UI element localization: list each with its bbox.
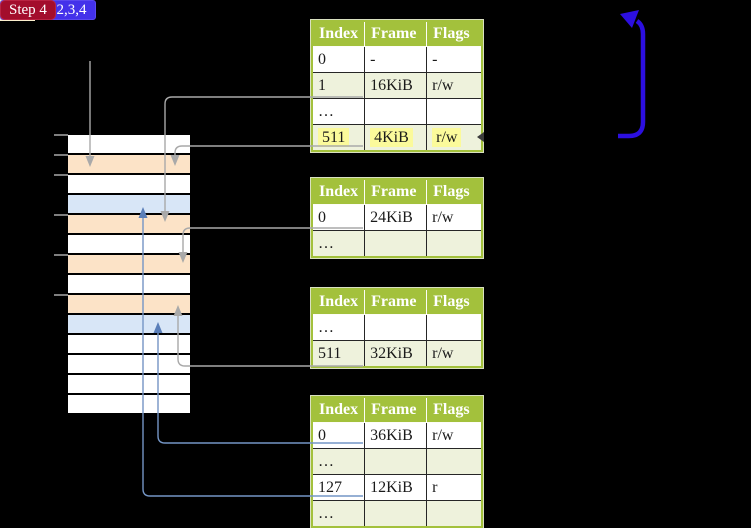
cell-index: 0 [311, 46, 366, 73]
column-header: Flags [426, 396, 483, 423]
column-header: Index [311, 288, 366, 315]
memory-frame-28kib [68, 275, 190, 293]
cell-flags [426, 448, 483, 475]
cell-index: 511 [311, 124, 366, 152]
cell-flags: r/w [426, 124, 483, 152]
cell-flags: r [426, 474, 483, 501]
memory-frame-8kib [68, 175, 190, 193]
cell-frame [364, 500, 428, 528]
column-header: Index [311, 178, 366, 205]
cell-index: … [311, 448, 366, 475]
highlighted-value: 4KiB [370, 127, 413, 147]
table-row: … [311, 448, 483, 475]
column-header: Index [311, 20, 366, 47]
cell-frame: 32KiB [364, 340, 428, 368]
cell-flags: r/w [426, 72, 483, 99]
column-header: Flags [426, 178, 483, 205]
memory-frame-16kib [68, 215, 190, 233]
memory-frame-24kib [68, 255, 190, 273]
cell-index: 0 [311, 204, 366, 231]
column-header: Frame [364, 288, 428, 315]
memory-frame-32kib [68, 295, 190, 313]
table-row: … [311, 98, 483, 125]
cell-frame [364, 98, 428, 125]
arrowhead-upleft-icon [620, 10, 639, 28]
badge-step-4: Step 4 [0, 0, 56, 20]
steps-cycle-arrow [618, 19, 646, 139]
cell-flags [426, 230, 483, 258]
cell-frame [364, 230, 428, 258]
table-row: 511 4KiB r/w [311, 124, 483, 152]
memory-frame-36kib [68, 315, 190, 333]
column-header: Frame [364, 396, 428, 423]
cell-flags [426, 314, 483, 341]
cell-frame [364, 448, 428, 475]
table-row: … [311, 500, 483, 528]
highlighted-value: r/w [432, 127, 462, 147]
cell-index: 1 [311, 72, 366, 99]
cell-index: 0 [311, 422, 366, 449]
column-header: Frame [364, 178, 428, 205]
cell-flags [426, 98, 483, 125]
memory-frame-40kib [68, 335, 190, 353]
cell-frame: 12KiB [364, 474, 428, 501]
highlighted-value: 511 [318, 127, 350, 147]
column-header: Flags [426, 288, 483, 315]
cell-flags [426, 500, 483, 528]
cell-index: … [311, 230, 366, 258]
cell-frame: - [364, 46, 428, 73]
memory-frame-52kib [68, 395, 190, 413]
table-row: 0-- [311, 46, 483, 73]
memory-frame-0kib [68, 135, 190, 153]
cell-index: … [311, 98, 366, 125]
memory-frame-48kib [68, 375, 190, 393]
table-row: … [311, 230, 483, 258]
cell-frame [364, 314, 428, 341]
column-header: Frame [364, 20, 428, 47]
physical-memory-column [68, 135, 190, 413]
cell-flags: r/w [426, 422, 483, 449]
memory-address-ticks [54, 134, 68, 296]
column-header: Flags [426, 20, 483, 47]
memory-frame-44kib [68, 355, 190, 373]
cell-flags: r/w [426, 204, 483, 231]
column-header: Index [311, 396, 366, 423]
cell-index: 511 [311, 340, 366, 368]
table-row: … [311, 314, 483, 341]
cell-index: … [311, 314, 366, 341]
memory-frame-12kib [68, 195, 190, 213]
cell-frame: 16KiB [364, 72, 428, 99]
cell-flags: r/w [426, 340, 483, 368]
cell-flags: - [426, 46, 483, 73]
cell-frame: 4KiB [364, 124, 428, 152]
cell-index: 127 [311, 474, 366, 501]
cell-frame: 24KiB [364, 204, 428, 231]
cell-index: … [311, 500, 366, 528]
cell-frame: 36KiB [364, 422, 428, 449]
memory-frame-4kib [68, 155, 190, 173]
memory-frame-20kib [68, 235, 190, 253]
